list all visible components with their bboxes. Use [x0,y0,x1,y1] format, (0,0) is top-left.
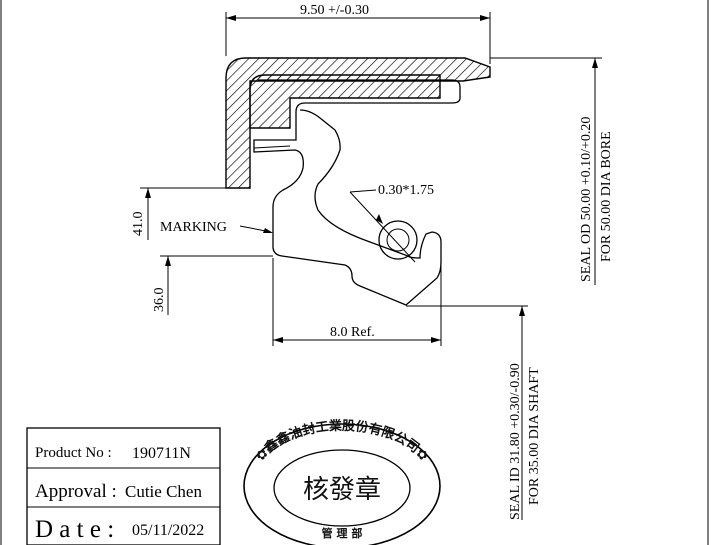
product-value: 190711N [132,445,191,462]
spring-leader-arrow [376,214,383,224]
ref-arrow-left [273,337,283,343]
seal-inner-line [253,145,291,149]
ref-8-label: 8.0 Ref. [330,325,375,340]
seal-id-line2: FOR 35.00 DIA SHAFT [527,367,542,505]
marking-arrow [263,228,273,233]
date-value: 05/11/2022 [132,522,204,539]
date-label: D a t e : [35,516,114,543]
ref-arrow-right [431,337,441,343]
title-block [26,427,221,545]
spring-label-leader [349,189,377,193]
top-dim-arrow-right [480,15,490,21]
od-dim-arrow [592,58,598,68]
rubber-lip [249,74,441,129]
stamp-bottom-text: 管 理 部 [322,526,363,540]
wire-dimension-label: 0.30*1.75 [378,183,434,198]
seal-od-line2: FOR 50.00 DIA BORE [599,131,614,262]
approval-value: Cutie Chen [125,482,202,501]
top-dim-arrow-left [226,15,236,21]
h41-arrow [145,188,151,198]
stamp-center-text: 核發章 [303,475,381,505]
id-dim-arrow [519,306,525,316]
height-36-label: 36.0 [152,288,167,313]
garter-spring-outer [378,220,418,260]
approval-label: Approval : [35,481,117,502]
stamp-outer-ring [243,423,441,545]
garter-spring-inner [386,228,410,252]
seal-body-outline [253,79,461,306]
overall-width-label: 9.50 +/-0.30 [300,3,369,18]
product-label: Product No : [35,445,112,461]
h36-arrow [165,256,171,266]
spring-leader-line [349,191,416,263]
height-41-label: 41.0 [131,212,146,237]
seal-od-line1: SEAL OD 50.00 +0.10/+0.20 [579,117,594,282]
marking-label: MARKING [160,220,227,235]
stamp-inner-ring [273,449,411,527]
seal-id-line1: SEAL ID 31.80 +0.30/-0.90 [508,363,523,520]
